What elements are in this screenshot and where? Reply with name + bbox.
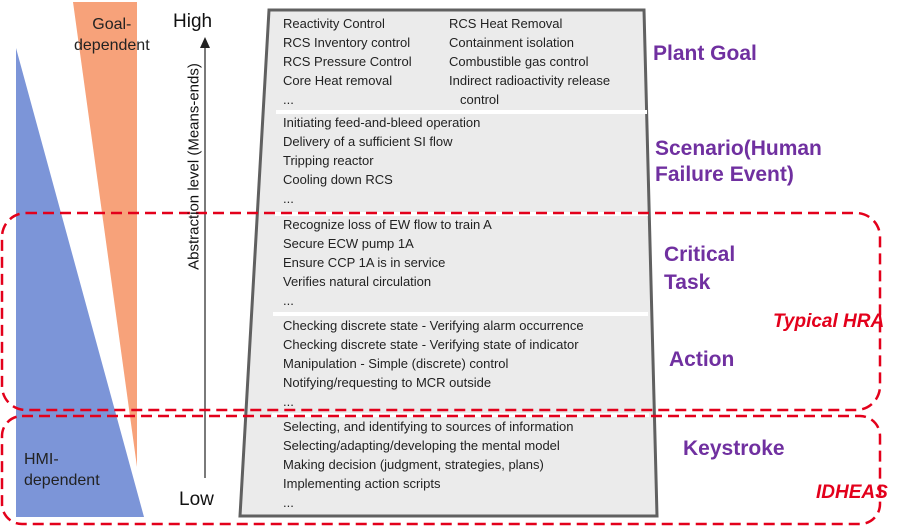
list-item: RCS Inventory control	[283, 35, 411, 50]
level-label-critical-task-line2: Task	[664, 271, 711, 294]
list-item: Recognize loss of EW flow to train A	[283, 217, 492, 232]
list-item: ...	[283, 191, 294, 206]
level-separator	[276, 110, 647, 114]
list-item: ...	[283, 92, 294, 107]
plant-goal-items-col2: RCS Heat Removal Containment isolation C…	[449, 16, 610, 108]
level-label-critical-task-line1: Critical	[664, 243, 736, 266]
list-item: Cooling down RCS	[283, 172, 393, 187]
scenario-items: Initiating feed-and-bleed operation Deli…	[283, 115, 480, 207]
hmi-dependent-label: HMI- dependent	[24, 449, 100, 491]
list-item: RCS Heat Removal	[449, 16, 563, 31]
list-item: Checking discrete state - Verifying alar…	[283, 318, 584, 333]
list-item: Manipulation - Simple (discrete) control	[283, 356, 509, 371]
idheas-region	[0, 414, 882, 526]
level-label-scenario: Scenario(Human Failure Event)	[655, 136, 822, 188]
list-item: Selecting, and identifying to sources of…	[283, 419, 574, 434]
plant-goal-items-col1: Reactivity Control RCS Inventory control…	[283, 16, 412, 108]
idheas-label: IDHEAS	[816, 482, 888, 503]
axis-low-label: Low	[179, 489, 214, 510]
list-item: Combustible gas control	[449, 54, 589, 69]
level-label-keystroke: Keystroke	[683, 437, 785, 460]
list-item: Checking discrete state - Verifying stat…	[283, 337, 579, 352]
hierarchy-trapezoid	[238, 8, 659, 518]
list-item: ...	[283, 495, 294, 510]
level-separator	[272, 413, 649, 417]
goal-dependent-label: Goal- dependent	[74, 14, 150, 56]
list-item: ...	[283, 293, 294, 308]
list-item: control	[460, 92, 500, 107]
goal-dependent-label-line2: dependent	[74, 37, 150, 54]
critical-task-items: Recognize loss of EW flow to train A Sec…	[283, 217, 492, 309]
level-label-scenario-line2: Failure Event)	[655, 163, 794, 186]
list-item: Tripping reactor	[283, 153, 374, 168]
level-separator	[273, 312, 648, 316]
list-item: Notifying/requesting to MCR outside	[283, 375, 492, 390]
axis-high-label: High	[173, 11, 213, 32]
typical-hra-label: Typical HRA	[773, 311, 885, 332]
hmi-dependent-triangle	[16, 48, 144, 517]
level-label-plant-goal: Plant Goal	[653, 42, 757, 65]
axis-title: Abstraction level (Means-ends)	[185, 63, 203, 270]
list-item: Containment isolation	[449, 35, 575, 50]
abstraction-axis-arrowhead	[200, 37, 210, 48]
list-item: Core Heat removal	[283, 73, 393, 88]
list-item: Indirect radioactivity release	[449, 73, 611, 88]
goal-dependent-triangle	[73, 2, 137, 467]
list-item: Initiating feed-and-bleed operation	[283, 115, 481, 130]
list-item: Secure ECW pump 1A	[283, 236, 414, 251]
list-item: Making decision (judgment, strategies, p…	[283, 457, 544, 472]
list-item: RCS Pressure Control	[283, 54, 412, 69]
action-items: Checking discrete state - Verifying alar…	[283, 318, 584, 410]
hmi-dependent-label-line1: HMI-	[24, 451, 59, 468]
keystroke-items: Selecting, and identifying to sources of…	[283, 419, 574, 511]
list-item: Ensure CCP 1A is in service	[283, 255, 446, 270]
list-item: Reactivity Control	[283, 16, 385, 31]
level-label-scenario-line1: Scenario(Human	[655, 137, 822, 160]
list-item: Selecting/adapting/developing the mental…	[283, 438, 560, 453]
list-item: Implementing action scripts	[283, 476, 441, 491]
list-item: Verifies natural circulation	[283, 274, 432, 289]
hmi-dependent-label-line2: dependent	[24, 472, 100, 489]
goal-dependent-label-line1: Goal-	[92, 16, 132, 33]
list-item: ...	[283, 394, 294, 409]
typical-hra-region	[0, 211, 882, 412]
level-label-critical-task: Critical Task	[664, 242, 735, 296]
list-item: Delivery of a sufficient SI flow	[283, 134, 453, 149]
level-label-action: Action	[669, 348, 735, 371]
